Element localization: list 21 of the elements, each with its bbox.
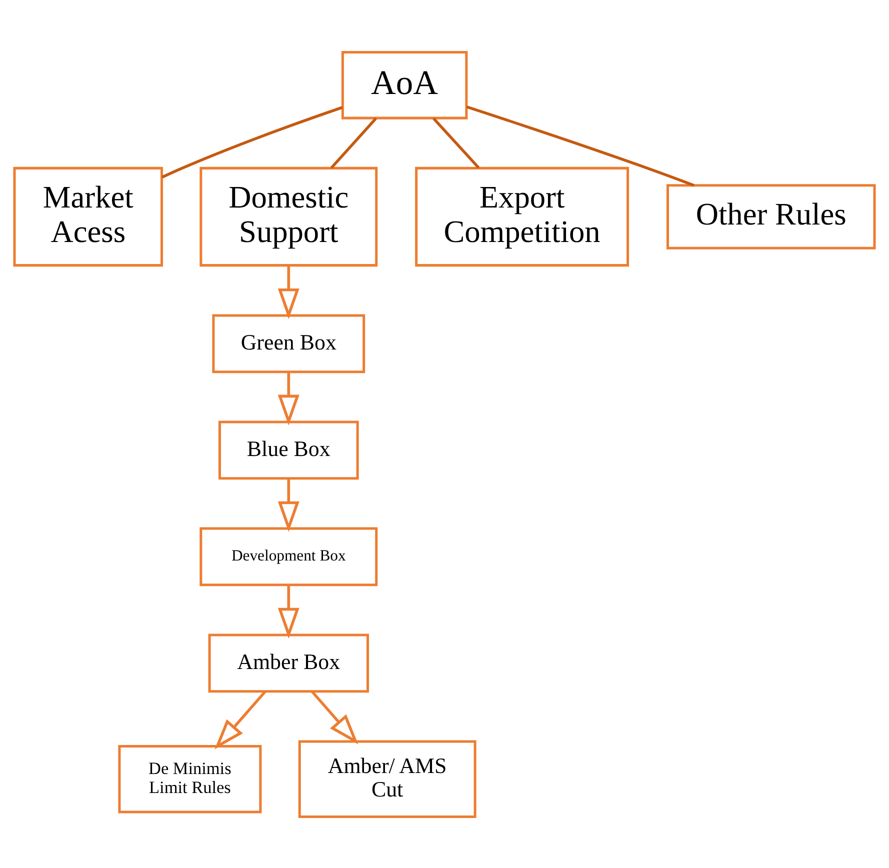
node-box: AoA — [341, 50, 468, 119]
connector — [432, 117, 480, 168]
node-box: Amber Box — [208, 633, 369, 692]
node-box: Blue Box — [218, 420, 359, 480]
arrow — [214, 690, 266, 749]
arrow — [278, 478, 300, 532]
arrow — [278, 584, 300, 638]
arrow — [278, 372, 300, 426]
node-box: Green Box — [212, 314, 366, 373]
node-box: Other Rules — [666, 184, 876, 249]
node-box: De Minimis Limit Rules — [118, 744, 262, 813]
node-box: Amber/ AMS Cut — [298, 740, 476, 818]
node-box: Domestic Support — [200, 166, 378, 266]
connector — [330, 117, 377, 168]
node-box: Market Acess — [13, 166, 163, 266]
connector — [466, 104, 695, 186]
arrow — [278, 265, 300, 319]
connector — [162, 106, 343, 178]
arrow — [310, 690, 358, 744]
node-box: Development Box — [200, 526, 378, 586]
node-box: Export Competition — [415, 166, 630, 266]
